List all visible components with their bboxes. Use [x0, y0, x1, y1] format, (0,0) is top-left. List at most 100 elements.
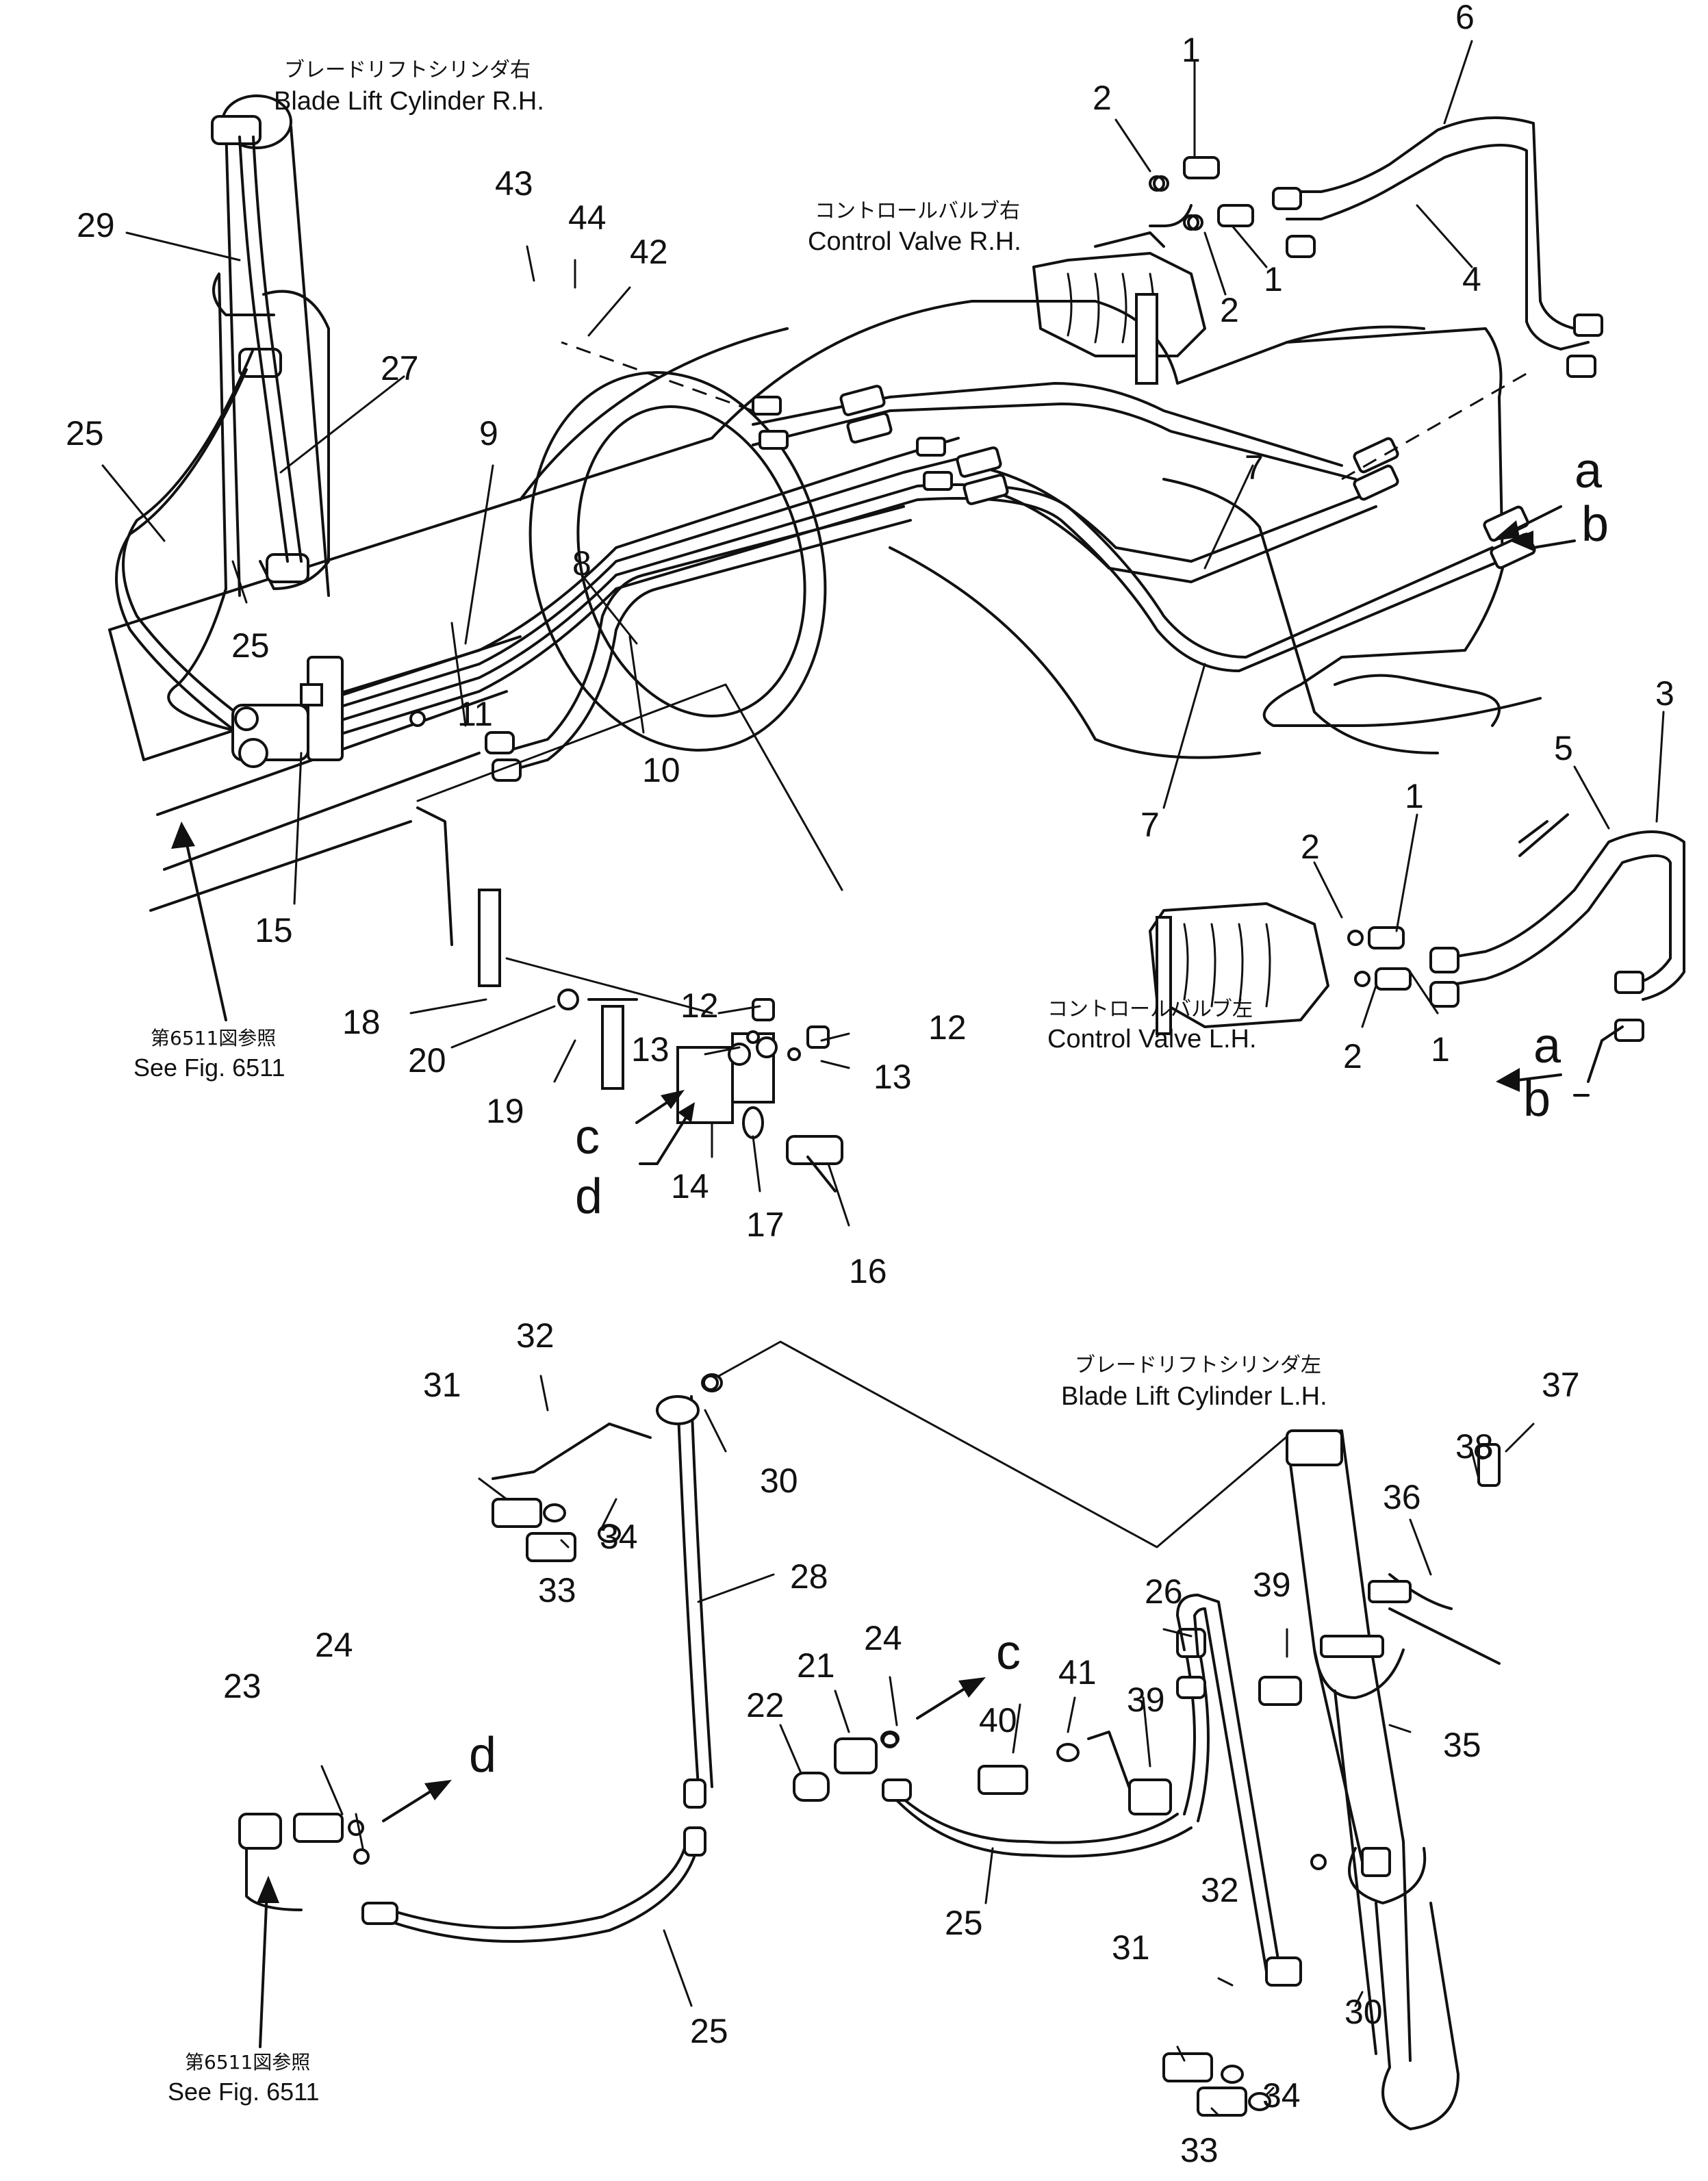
blade-lift-cylinder-lh [1286, 1429, 1501, 2130]
callout-13: 13 [874, 1058, 912, 1096]
connection-letters: a b a b c d c d [469, 444, 1609, 1783]
callout-10: 10 [642, 751, 680, 789]
callout-5: 5 [1554, 729, 1573, 767]
caption-cv-lh-en: Control Valve L.H. [1047, 1025, 1257, 1054]
callout-30: 30 [1344, 1993, 1383, 2031]
caption-lift-lh-en: Blade Lift Cylinder L.H. [1061, 1382, 1327, 1411]
washers [353, 175, 1491, 1870]
connection-arrows [171, 505, 1624, 2048]
callout-25: 25 [231, 626, 270, 665]
blade-lift-cylinder-rh [211, 94, 330, 597]
ref1-en: See Fig. 6511 [133, 1054, 285, 1082]
callout-25: 25 [690, 2012, 728, 2050]
caption-lift-rh-jp: ブレードリフトシリンダ右 [284, 58, 531, 82]
callout-1: 1 [1182, 31, 1201, 69]
caption-lift-rh-en: Blade Lift Cylinder R.H. [274, 87, 544, 116]
callout-43: 43 [495, 164, 533, 203]
caption-lift-lh-jp: ブレードリフトシリンダ左 [1075, 1353, 1321, 1377]
callout-1: 1 [1405, 777, 1424, 815]
callout-2: 2 [1301, 828, 1320, 866]
ref2-en: See Fig. 6511 [168, 2078, 319, 2106]
callout-31: 31 [1112, 1928, 1150, 1967]
callout-33: 33 [538, 1571, 576, 1609]
callout-23: 23 [223, 1667, 262, 1705]
callout-8: 8 [572, 544, 591, 583]
callout-33: 33 [1180, 2131, 1219, 2169]
caption-cv-rh-jp: コントロールバルブ右 [815, 199, 1020, 223]
caption-cv-rh-en: Control Valve R.H. [808, 227, 1021, 256]
ref1-jp: 第6511図参照 [151, 1027, 276, 1049]
leader-lines [101, 40, 1665, 2117]
callout-40: 40 [979, 1701, 1017, 1739]
letter-a-top: a [1575, 444, 1603, 498]
letter-c-bottom: c [996, 1625, 1021, 1680]
captions: ブレードリフトシリンダ右 Blade Lift Cylinder R.H. コン… [133, 58, 1327, 2106]
callout-25: 25 [66, 414, 104, 452]
callout-15: 15 [255, 911, 293, 949]
callout-34: 34 [600, 1518, 638, 1556]
callout-9: 9 [479, 414, 498, 452]
callout-30: 30 [760, 1462, 798, 1500]
letter-b-top: b [1581, 497, 1609, 552]
control-valve-rh [561, 116, 1603, 481]
callout-19: 19 [486, 1092, 524, 1130]
callout-32: 32 [1201, 1871, 1239, 1909]
callout-44: 44 [568, 199, 607, 237]
callout-42: 42 [630, 233, 668, 271]
callout-39: 39 [1127, 1681, 1165, 1719]
hose-25-loop [115, 272, 275, 741]
callout-20: 20 [408, 1041, 446, 1080]
callout-24: 24 [315, 1626, 353, 1664]
callout-2: 2 [1220, 291, 1239, 329]
control-valve-lh [1149, 830, 1685, 1042]
callout-7: 7 [1140, 806, 1160, 844]
letter-d-mid: d [575, 1169, 602, 1224]
callout-1: 1 [1264, 260, 1283, 298]
letter-a-mid: a [1533, 1019, 1562, 1073]
callout-13: 13 [631, 1030, 670, 1069]
callout-12: 12 [928, 1008, 967, 1047]
callout-7: 7 [1245, 448, 1264, 487]
part-callouts: 1 2 6 1 2 4 43 44 42 29 27 25 9 8 25 11 … [66, 0, 1674, 2169]
bottom-left-hoses [238, 1340, 1295, 1943]
callout-3: 3 [1655, 674, 1674, 713]
callout-22: 22 [746, 1686, 785, 1724]
callout-24: 24 [864, 1619, 902, 1657]
callout-26: 26 [1145, 1572, 1183, 1611]
callout-27: 27 [381, 349, 419, 387]
callout-32: 32 [516, 1316, 555, 1355]
callout-14: 14 [671, 1167, 709, 1206]
callout-37: 37 [1542, 1366, 1580, 1404]
letter-b-mid: b [1523, 1072, 1551, 1127]
callout-2: 2 [1093, 79, 1112, 117]
callout-16: 16 [849, 1252, 887, 1290]
callout-28: 28 [790, 1557, 828, 1596]
callout-21: 21 [797, 1646, 835, 1685]
callout-1: 1 [1431, 1030, 1450, 1069]
callout-11: 11 [457, 695, 493, 733]
callout-17: 17 [746, 1206, 785, 1244]
letter-c-mid: c [575, 1110, 600, 1164]
callout-29: 29 [77, 206, 115, 244]
callout-35: 35 [1443, 1726, 1481, 1764]
block-15 [231, 656, 426, 768]
callout-18: 18 [342, 1003, 381, 1041]
callout-12: 12 [680, 986, 719, 1025]
ref2-jp: 第6511図参照 [185, 2051, 310, 2074]
bracket-18-group [416, 683, 843, 1090]
letter-d-bottom: d [469, 1728, 496, 1783]
callout-31: 31 [423, 1366, 461, 1404]
callout-39: 39 [1253, 1566, 1291, 1604]
frame-body [108, 300, 1542, 912]
callout-2: 2 [1343, 1037, 1362, 1075]
callout-34: 34 [1262, 2076, 1301, 2115]
block-14 [676, 998, 843, 1192]
callout-25: 25 [945, 1904, 983, 1942]
callout-41: 41 [1058, 1653, 1097, 1692]
callout-4: 4 [1462, 260, 1481, 298]
bottom-middle-hoses [793, 1594, 1302, 2117]
callout-6: 6 [1455, 0, 1475, 36]
caption-cv-lh-jp: コントロールバルブ左 [1047, 997, 1253, 1021]
